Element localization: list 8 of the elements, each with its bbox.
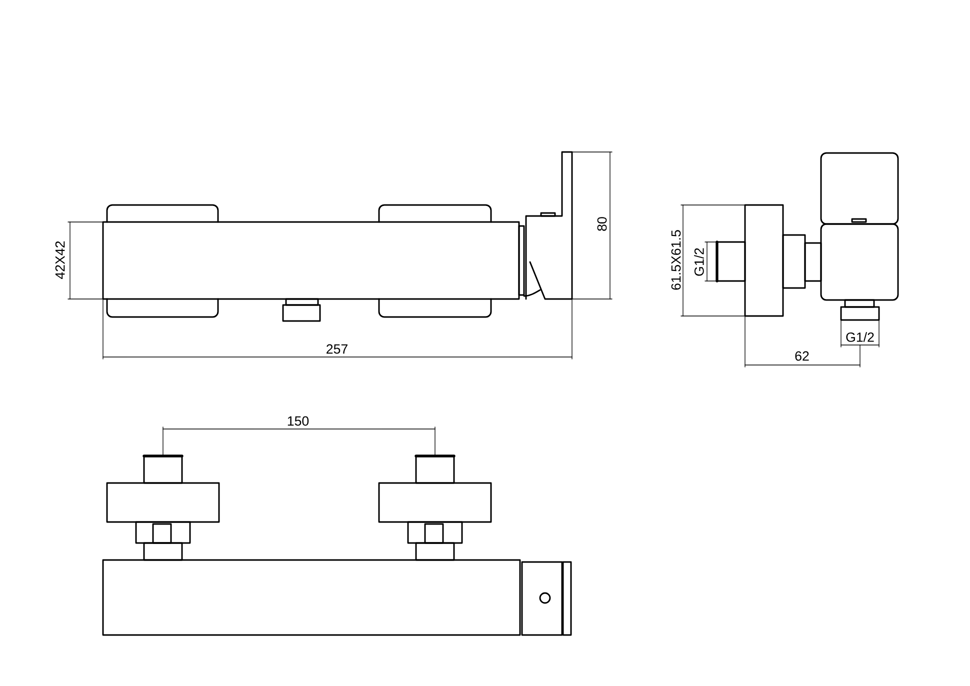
dimension-label: 257	[326, 344, 348, 354]
dimension-label: 62	[795, 351, 809, 361]
dimension-label: 150	[288, 416, 309, 426]
dimension-label: 61.5X61.5	[671, 230, 681, 290]
dimension-label: 80	[597, 217, 607, 231]
dimension-label: G1/2	[694, 248, 704, 276]
dimension-label: 42X42	[55, 241, 65, 279]
dimension-label: G1/2	[846, 332, 874, 342]
